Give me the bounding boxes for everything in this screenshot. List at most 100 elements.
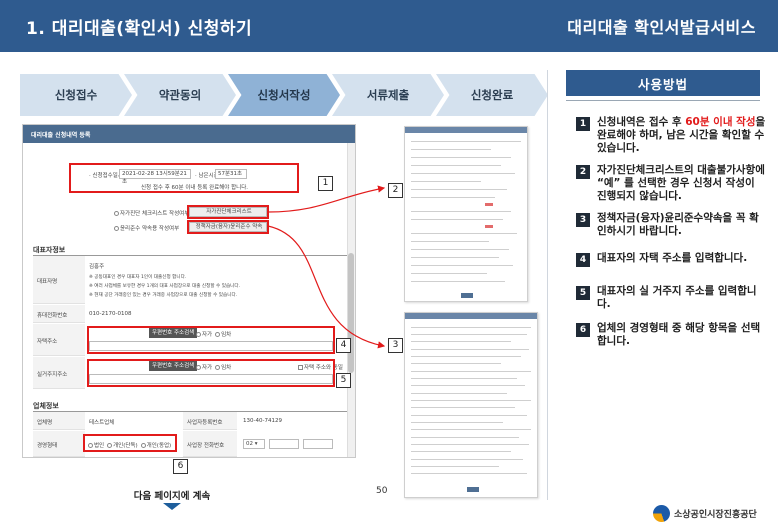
home-radio-rent[interactable] — [215, 332, 221, 337]
step-progress-bar: 신청접수 약관동의 신청서작성 서류제출 신청완료 — [20, 74, 548, 116]
highlight-box-6 — [83, 434, 177, 452]
live-addr-input[interactable] — [89, 374, 333, 384]
highlight-box-2 — [187, 205, 269, 219]
biz-type-radio-single[interactable] — [107, 443, 113, 448]
same-as-home-label: 자택 주소와 동일 — [304, 365, 343, 371]
instruction-1-number: 1 — [576, 117, 590, 131]
thumb-line — [411, 459, 523, 460]
step-documents: 서류제출 — [332, 74, 444, 116]
home-radio-own-label: 자가 — [202, 332, 213, 338]
biz-reg-value: 130-40-74129 — [243, 418, 282, 424]
step-complete: 신청완료 — [436, 74, 548, 116]
thumb-confirm-button — [467, 487, 479, 492]
instruction-5-text: 대표자의 실 거주지 주소를 입력합니다. — [597, 285, 757, 310]
thumb-line — [411, 149, 491, 150]
pledge-button[interactable]: 정책자금(융자)윤리준수 약속 — [189, 222, 267, 232]
badge-6: 6 — [173, 459, 188, 474]
biz-divider — [33, 411, 347, 412]
live-radio-own[interactable] — [196, 365, 201, 370]
thumb-line — [411, 265, 513, 266]
phone-value: 010-2170-0108 — [89, 311, 132, 317]
instruction-4: 4 대표자의 자택 주소를 입력합니다. — [576, 252, 766, 267]
time-notice: 신청 접수 후 60분 이내 등록 완료해야 합니다. — [141, 185, 249, 191]
apply-datetime-label: · 신청접수일시 — [89, 173, 123, 179]
highlight-box-3 — [187, 220, 269, 234]
thumb-line — [411, 451, 511, 452]
phone-label: 휴대전화번호 — [37, 313, 68, 319]
biz-type-single-label: 개인(단독) — [113, 443, 138, 449]
apply-datetime-field: 2021-02-28 13시59분21초 — [119, 169, 191, 185]
rep-name-cell — [33, 256, 85, 304]
live-radio-own-label: 자가 — [202, 365, 213, 371]
biz-section-title: 업체정보 — [33, 402, 59, 410]
same-as-home-checkbox[interactable] — [298, 365, 303, 370]
thumb-line — [411, 181, 481, 182]
step-write-form: 신청서작성 — [228, 74, 340, 116]
home-addr-cell — [33, 324, 85, 356]
live-radio-rent-label: 임차 — [221, 365, 232, 371]
biz-phone-mid-input[interactable] — [269, 439, 299, 449]
live-ownership: 자가 임차 — [193, 363, 231, 371]
rep-note-3: ※ 현재 공단 거래중인 있는 경우 거래중 사업장으로 대출 신청할 수 있습… — [89, 293, 238, 298]
thumb-line — [411, 189, 507, 190]
thumb-line — [411, 173, 515, 174]
home-radio-own[interactable] — [196, 332, 201, 337]
highlight-box-1 — [69, 163, 299, 193]
step-apply: 신청접수 — [20, 74, 132, 116]
biz-phone-label: 사업장 전화번호 — [187, 443, 225, 449]
instruction-5: 5 대표자의 실 거주지 주소를 입력합니다. — [576, 285, 766, 311]
instruction-6-number: 6 — [576, 323, 590, 337]
form-topbar: 대리대출 신청내역 등록 — [23, 125, 355, 143]
thumb-line — [411, 249, 509, 250]
home-radio-rent-label: 임차 — [221, 332, 232, 338]
instruction-3-text: 정책자금(융자)윤리준수약속을 꼭 확인하시기 바랍니다. — [597, 212, 759, 237]
biz-type-radio-corp[interactable] — [88, 443, 93, 448]
page-title: 1. 대리대출(확인서) 신청하기 — [26, 18, 253, 39]
checklist-button[interactable]: 자가진단체크리스트 — [189, 207, 267, 217]
instruction-2-text: 자가진단체크리스트의 대출불가사항에 “예” 를 선택한 경우 신청서 작성이 … — [597, 164, 765, 202]
instruction-4-number: 4 — [576, 253, 590, 267]
thumb-line — [411, 349, 529, 350]
biz-phone-end-input[interactable] — [303, 439, 333, 449]
instruction-6-text: 업체의 경영형태 중 해당 항목을 선택합니다. — [597, 322, 761, 347]
thumb-line — [411, 157, 511, 158]
pledge-label-text: 윤리준수 약속용 작성여부 — [120, 226, 180, 232]
biz-type-partner-label: 개인(동업) — [146, 443, 172, 449]
thumb-line — [411, 415, 527, 416]
down-arrow-icon — [163, 503, 181, 510]
live-addr-search-button[interactable]: 우편번호 주소검색 — [149, 361, 198, 371]
form-scrollbar[interactable] — [347, 143, 355, 457]
biz-type-label: 경영형태 — [37, 443, 58, 449]
live-addr-cell — [33, 357, 85, 389]
home-addr-search-button[interactable]: 우편번호 주소검색 — [149, 328, 198, 338]
biz-type-radio-partner[interactable] — [140, 443, 146, 448]
thumb-line — [411, 257, 499, 258]
page-number: 50 — [376, 486, 388, 496]
rep-note-2: ※ 여러 사업체를 보유한 경우 1개의 대표 사업장으로 대출 신청할 수 있… — [89, 284, 241, 289]
scroll-thumb[interactable] — [348, 253, 354, 373]
service-title: 대리대출 확인서발급서비스 — [567, 18, 756, 37]
next-page-label: 다음 페이지에 계속 — [133, 491, 211, 502]
biz-phone-area-select[interactable]: 02 ▾ — [243, 439, 265, 449]
header-bar: 1. 대리대출(확인서) 신청하기 대리대출 확인서발급서비스 — [0, 0, 778, 52]
panel-divider — [547, 70, 548, 500]
howto-separator — [566, 100, 760, 101]
thumb-line — [411, 429, 531, 430]
thumb-line — [411, 341, 511, 342]
live-radio-rent[interactable] — [215, 365, 221, 370]
checklist-label-text: 자가진단 체크리스트 작성여부 — [120, 211, 190, 217]
biz-reg-cell — [183, 412, 237, 430]
same-as-home: 자택 주소와 동일 — [295, 363, 343, 371]
thumb-line — [411, 363, 501, 364]
thumb-line — [411, 273, 487, 274]
thumb-line — [411, 407, 515, 408]
checklist-label: 자가진단 체크리스트 작성여부 — [111, 209, 189, 217]
thumb-line — [411, 211, 511, 212]
home-addr-label: 자택주소 — [37, 339, 58, 345]
thumb-header — [405, 127, 527, 133]
instruction-4-text: 대표자의 자택 주소를 입력합니다. — [597, 252, 748, 264]
biz-name-cell — [33, 412, 85, 430]
thumb-line — [411, 371, 531, 372]
